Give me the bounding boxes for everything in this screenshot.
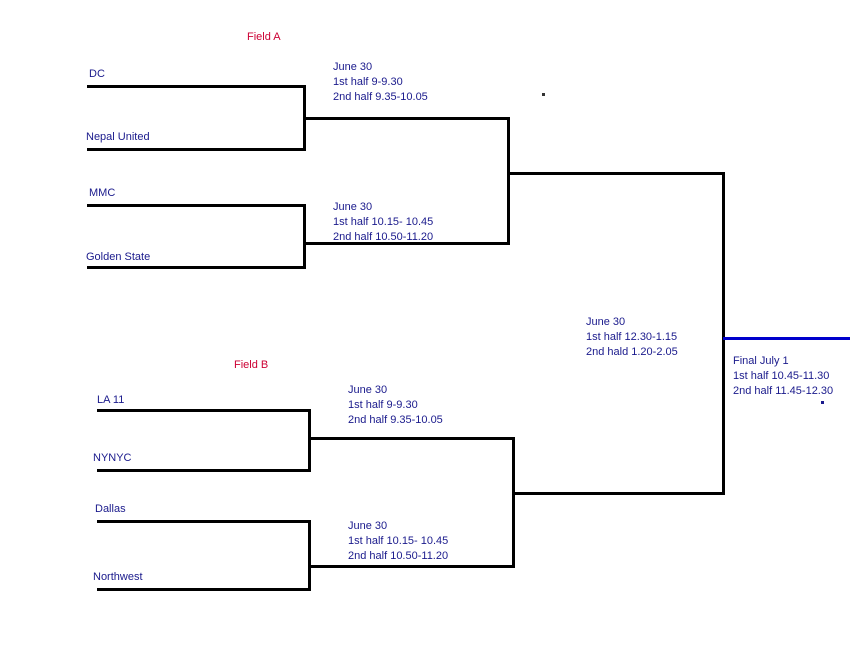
team-label-northwest: Northwest	[93, 571, 143, 583]
field-a-label: Field A	[247, 31, 281, 43]
team-label-dallas: Dallas	[95, 503, 126, 515]
semifinal-info: June 30 1st half 12.30-1.15 2nd hald 1.2…	[586, 315, 678, 360]
semifinal-b-top-line	[310, 437, 515, 440]
match-info-b1-first-half: 1st half 9-9.30	[348, 399, 418, 411]
match-info-a2-first-half: 1st half 10.15- 10.45	[333, 216, 434, 228]
match-info-b1-date: June 30	[348, 384, 388, 396]
match-connector-b2	[308, 520, 311, 591]
match-line-b2-bottom	[97, 588, 311, 591]
semifinal-a-output-line	[507, 172, 725, 175]
team-label-dc: DC	[89, 68, 105, 80]
match-line-a1-bottom	[87, 148, 306, 151]
team-label-golden-state: Golden State	[86, 251, 151, 263]
team-label-nepal-united: Nepal United	[86, 131, 150, 143]
team-label-mmc: MMC	[89, 187, 116, 199]
semifinal-info-first-half: 1st half 12.30-1.15	[586, 331, 678, 343]
semifinal-b-bottom-line	[310, 565, 515, 568]
match-line-a2-bottom	[87, 266, 306, 269]
artifact-dot-lower	[821, 401, 824, 404]
match-info-a1-first-half: 1st half 9-9.30	[333, 76, 403, 88]
semifinal-info-second-half: 2nd hald 1.20-2.05	[586, 346, 678, 358]
match-info-a1-date: June 30	[333, 61, 373, 73]
match-connector-a2	[303, 204, 306, 269]
match-info-b2-first-half: 1st half 10.15- 10.45	[348, 535, 449, 547]
match-line-a2-top	[87, 204, 306, 207]
semifinal-info-date: June 30	[586, 316, 626, 328]
semifinal-a-top-line	[305, 117, 510, 120]
match-connector-a1	[303, 85, 306, 151]
final-output-line	[723, 337, 850, 340]
match-info-b1-second-half: 2nd half 9.35-10.05	[348, 414, 443, 426]
semifinal-a-bottom-line	[305, 242, 510, 245]
match-line-b1-top	[97, 409, 311, 412]
match-info-b2: June 30 1st half 10.15- 10.45 2nd half 1…	[348, 519, 448, 564]
match-line-b1-bottom	[97, 469, 311, 472]
artifact-dot-upper	[542, 93, 545, 96]
field-b-label: Field B	[234, 359, 269, 371]
final-connector-spine	[722, 172, 725, 495]
team-label-la-11: LA 11	[97, 394, 125, 406]
match-line-a1-top	[87, 85, 306, 88]
final-info-date: Final July 1	[733, 355, 789, 367]
semifinal-b-output-line	[512, 492, 725, 495]
match-info-b2-second-half: 2nd half 10.50-11.20	[348, 550, 449, 562]
match-info-a2: June 30 1st half 10.15- 10.45 2nd half 1…	[333, 200, 433, 245]
match-info-a2-date: June 30	[333, 201, 373, 213]
final-info: Final July 1 1st half 10.45-11.30 2nd ha…	[733, 354, 833, 399]
final-info-first-half: 1st half 10.45-11.30	[733, 370, 830, 382]
semifinal-a-connector	[507, 117, 510, 245]
team-label-nynyc: NYNYC	[93, 452, 132, 464]
match-info-a1-second-half: 2nd half 9.35-10.05	[333, 91, 428, 103]
match-info-b2-date: June 30	[348, 520, 388, 532]
final-info-second-half: 2nd half 11.45-12.30	[733, 385, 834, 397]
match-info-b1: June 30 1st half 9-9.30 2nd half 9.35-10…	[348, 383, 443, 428]
semifinal-b-connector	[512, 437, 515, 568]
match-info-a1: June 30 1st half 9-9.30 2nd half 9.35-10…	[333, 60, 428, 105]
match-info-a2-second-half: 2nd half 10.50-11.20	[333, 231, 434, 243]
match-line-b2-top	[97, 520, 311, 523]
match-connector-b1	[308, 409, 311, 472]
